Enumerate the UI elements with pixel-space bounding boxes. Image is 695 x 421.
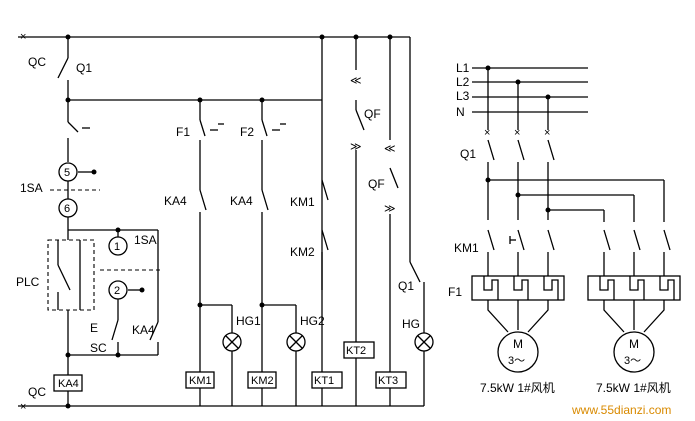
q1-mid-label: Q1 xyxy=(398,279,414,293)
q1-right-label: Q1 xyxy=(460,147,476,161)
f1-relay-1 xyxy=(471,275,565,301)
selector-6-label: 6 xyxy=(64,203,70,215)
e-label: E xyxy=(90,321,98,335)
ka4-coil-label: KA4 xyxy=(58,378,79,390)
svg-text:×: × xyxy=(484,127,490,139)
ka4-b-label: KA4 xyxy=(230,194,253,208)
motor2-m: M xyxy=(629,337,639,351)
kt2-label: KT2 xyxy=(346,345,366,357)
qf-b-label: QF xyxy=(368,177,385,191)
km1-right-label: KM1 xyxy=(454,241,479,255)
n-label: N xyxy=(456,105,465,119)
motor-2 xyxy=(613,331,655,373)
right-power-circuit: L1 L2 L3 N × × × Q1 KM1 xyxy=(448,61,681,395)
kt2-coil xyxy=(343,341,375,359)
l3-label: L3 xyxy=(456,89,470,103)
f1-right-label: F1 xyxy=(448,285,462,299)
q1-switch-blade xyxy=(57,57,69,79)
ka4-a-label: KA4 xyxy=(164,194,187,208)
sc-label: SC xyxy=(90,341,107,355)
watermark: www.55dianzi.com xyxy=(571,403,671,417)
km1-coil-label: KM1 xyxy=(189,375,212,387)
bottom-bus-mark: × xyxy=(20,401,26,413)
qf-a-label: QF xyxy=(364,107,381,121)
left-control-circuit: × × QC Q1 5 1SA 6 xyxy=(16,31,410,413)
l1-label: L1 xyxy=(456,61,470,75)
svg-text:×: × xyxy=(514,127,520,139)
hg-label: HG xyxy=(402,317,420,331)
qf-a-arrow-2: ≫ xyxy=(350,141,362,153)
selector-5-label: 5 xyxy=(64,167,70,179)
f1-label: F1 xyxy=(176,125,190,139)
motor1-m: M xyxy=(513,337,523,351)
caption-motor-2: 7.5kW 1#风机 xyxy=(596,381,671,395)
sa1-b-label: 1SA xyxy=(134,233,157,247)
f1-relay-2 xyxy=(587,275,681,301)
hg2-label: HG2 xyxy=(300,314,325,328)
hg1-label: HG1 xyxy=(236,314,261,328)
km1-label: KM1 xyxy=(290,195,315,209)
qc-bottom-label: QC xyxy=(28,385,46,399)
kt3-coil xyxy=(375,371,407,389)
plc-label: PLC xyxy=(16,275,40,289)
f2-label: F2 xyxy=(240,125,254,139)
l2-label: L2 xyxy=(456,75,470,89)
qc-top-label: QC xyxy=(28,55,46,69)
top-bus-mark: × xyxy=(20,31,26,43)
kt1-coil xyxy=(311,371,343,389)
motor1-phase: 3～ xyxy=(508,355,525,367)
caption-motor-1: 7.5kW 1#风机 xyxy=(480,381,555,395)
selector-1-label: 1 xyxy=(114,241,120,253)
sa1-label: 1SA xyxy=(20,181,43,195)
motor2-phase: 3～ xyxy=(624,355,641,367)
selector-2-label: 2 xyxy=(114,285,120,297)
motor-1 xyxy=(497,331,539,373)
q1-label: Q1 xyxy=(76,61,92,75)
kt3-label: KT3 xyxy=(378,375,398,387)
stop-contact xyxy=(67,121,79,133)
ka4-contact-label: KA4 xyxy=(132,323,155,337)
km2-coil-label: KM2 xyxy=(251,375,274,387)
svg-text:×: × xyxy=(544,127,550,139)
qf-a-arrow: ≪ xyxy=(350,75,362,87)
middle-branches: F1 KA4 F2 KA4 HG1 HG2 xyxy=(164,34,434,407)
qf-b-arrow-2: ≫ xyxy=(384,203,396,215)
km2-label: KM2 xyxy=(290,245,315,259)
qf-b-arrow: ≪ xyxy=(384,143,396,155)
kt1-label: KT1 xyxy=(314,375,334,387)
